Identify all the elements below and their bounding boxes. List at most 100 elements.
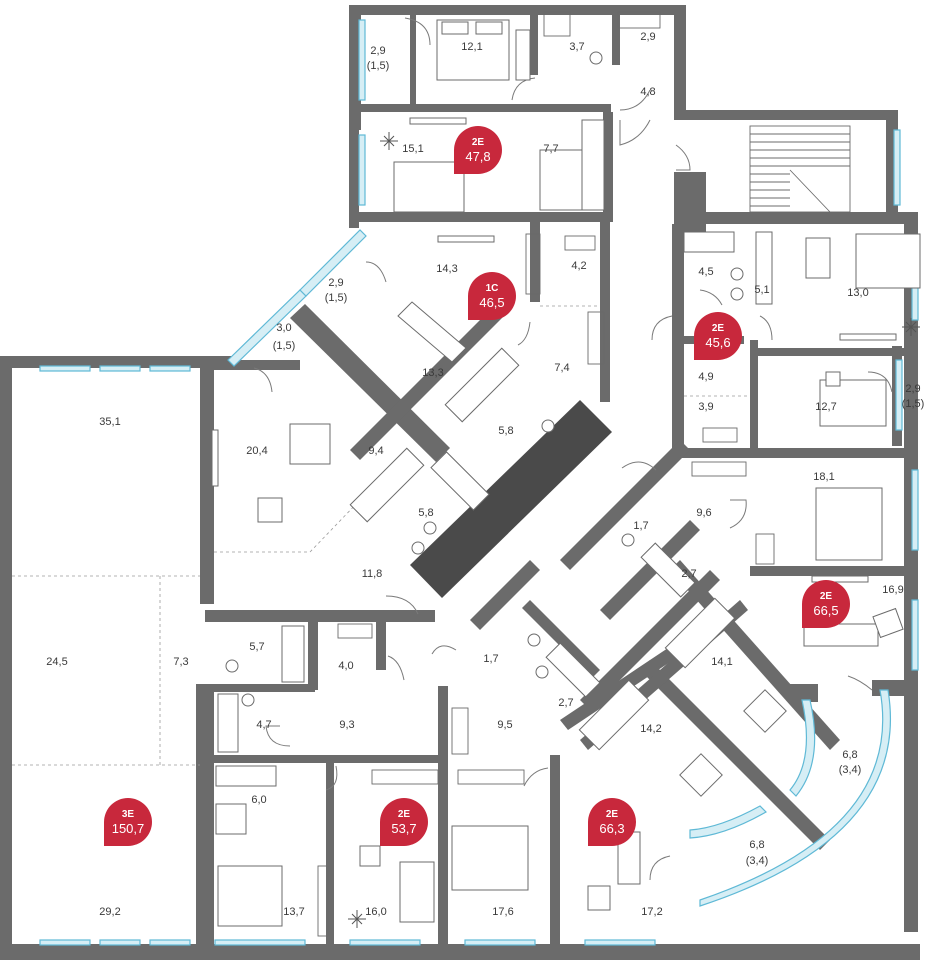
- room-area-label: 20,4: [246, 445, 267, 457]
- room-area-label: 35,1: [99, 416, 120, 428]
- room-area-label: (1,5): [902, 398, 925, 410]
- room-area-label: 29,2: [99, 906, 120, 918]
- room-area-label: 4,5: [698, 266, 713, 278]
- table: [289, 423, 331, 465]
- apartment-area: 47,8: [465, 149, 490, 164]
- apartment-type: 2E: [820, 591, 833, 602]
- room-area-label: 1,7: [633, 520, 648, 532]
- room-area-label: 2,7: [681, 568, 696, 580]
- apartment-badge-shape: [454, 126, 502, 174]
- room-area-label: 9,4: [368, 445, 383, 457]
- doors: [253, 17, 893, 881]
- room-area-label: 2,9: [328, 277, 343, 289]
- apartment-type: 2E: [606, 809, 619, 820]
- furniture: [211, 11, 921, 937]
- bathtub: [217, 693, 239, 753]
- room-area-label: 14,3: [436, 263, 457, 275]
- room-area-label: 9,5: [497, 719, 512, 731]
- zone-lines: [12, 305, 750, 766]
- sofa: [217, 865, 283, 927]
- bed: [819, 379, 887, 427]
- room-area-label: 6,8: [749, 839, 764, 851]
- sofa: [803, 623, 879, 647]
- room-area-label: 4,8: [640, 86, 655, 98]
- room-area-label: 4,2: [571, 260, 586, 272]
- room-labels: 2,9 (1,5) 12,1 3,7 2,9 4,8 15,1 7,7 14,3 4,2 2,9 (1…: [46, 31, 924, 918]
- room-area-label: 11,8: [362, 568, 383, 580]
- room-area-label: 4,9: [698, 371, 713, 383]
- room-area-label: 13,7: [283, 906, 304, 918]
- room-area-label: 4,7: [256, 719, 271, 731]
- room-area-label: 12,1: [461, 41, 482, 53]
- bathtub: [281, 625, 305, 683]
- room-area-label: 6,0: [251, 794, 266, 806]
- room-area-label: 2,9: [905, 383, 920, 395]
- room-area-label: 4,0: [338, 660, 353, 672]
- apartment-area: 150,7: [112, 821, 145, 836]
- room-area-label: (1,5): [325, 292, 348, 304]
- apartment-area: 46,5: [479, 295, 504, 310]
- room-area-label: 17,6: [492, 906, 513, 918]
- room-area-label: 5,8: [418, 507, 433, 519]
- apartment-area: 45,6: [705, 335, 730, 350]
- room-area-label: 2,9: [640, 31, 655, 43]
- room-area-label: 9,3: [339, 719, 354, 731]
- room-area-label: 9,6: [696, 507, 711, 519]
- sofa: [393, 161, 465, 213]
- room-area-label: 18,1: [813, 471, 834, 483]
- sofa: [855, 233, 921, 289]
- room-area-label: 15,1: [402, 143, 423, 155]
- apartment-badges: 2E47,81C46,52E45,62E66,53E150,72E53,72E6…: [104, 126, 850, 846]
- windows: [39, 19, 919, 946]
- room-area-label: 16,0: [365, 906, 386, 918]
- room-area-label: 17,2: [641, 906, 662, 918]
- apartment-area: 66,5: [813, 603, 838, 618]
- room-area-label: 12,7: [815, 401, 836, 413]
- apartment-type: 2E: [472, 137, 485, 148]
- apartment-badge-shape: [694, 312, 742, 360]
- room-area-label: 13,3: [422, 367, 443, 379]
- room-area-label: 1,7: [483, 653, 498, 665]
- apartment-area: 66,3: [599, 821, 624, 836]
- room-area-label: (1,5): [367, 60, 390, 72]
- room-area-label: 3,7: [569, 41, 584, 53]
- apartment-area: 53,7: [391, 821, 416, 836]
- room-area-label: 14,2: [640, 723, 661, 735]
- room-area-label: 5,8: [498, 425, 513, 437]
- room-area-label: 6,8: [842, 749, 857, 761]
- room-area-label: 7,7: [543, 143, 558, 155]
- room-area-label: 2,7: [558, 697, 573, 709]
- room-area-label: 7,3: [173, 656, 188, 668]
- bed: [451, 825, 529, 891]
- apartment-type: 3E: [122, 809, 135, 820]
- room-area-label: 3,0: [276, 322, 291, 334]
- bed: [815, 487, 883, 561]
- room-area-label: (3,4): [839, 764, 862, 776]
- room-area-label: (3,4): [746, 855, 769, 867]
- room-area-label: 7,4: [554, 362, 569, 374]
- bathtub: [683, 231, 735, 253]
- staircase: [749, 125, 851, 213]
- apartment-badge-shape: [802, 580, 850, 628]
- room-area-label: 16,9: [882, 584, 903, 596]
- table: [215, 803, 247, 835]
- apartment-badge-shape: [104, 798, 152, 846]
- apartment-type: 1C: [486, 283, 499, 294]
- table: [805, 237, 831, 279]
- room-area-label: (1,5): [273, 340, 296, 352]
- apartment-badge-shape: [380, 798, 428, 846]
- table: [397, 301, 467, 363]
- room-area-label: 3,9: [698, 401, 713, 413]
- room-area-label: 2,9: [370, 45, 385, 57]
- room-area-label: 5,7: [249, 641, 264, 653]
- apartment-badge-shape: [468, 272, 516, 320]
- apartment-type: 2E: [712, 323, 725, 334]
